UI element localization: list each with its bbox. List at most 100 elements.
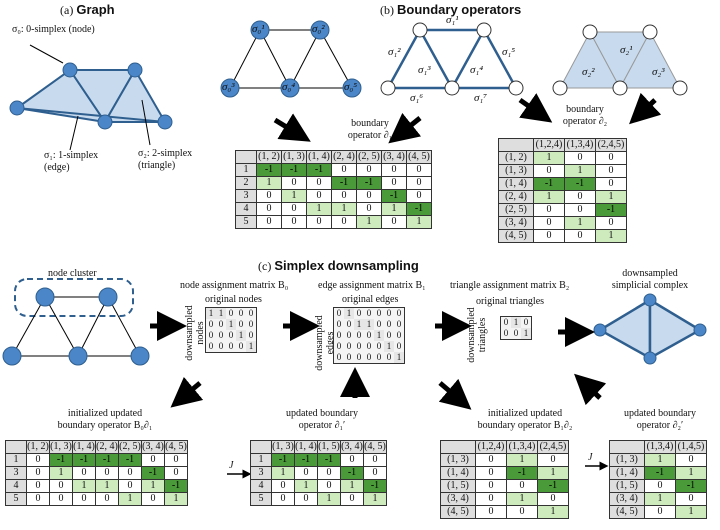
table-cell: 1 (294, 479, 318, 493)
table-cell: 0 (381, 176, 407, 190)
table-cell: 0 (564, 151, 596, 165)
matrix-cell: 0 (366, 341, 372, 351)
table-row-header: (4, 5) (498, 229, 534, 243)
op1-label: boundary operator ∂₁ (347, 118, 393, 141)
table-cell: 0 (306, 215, 332, 229)
matrix-cell: 0 (238, 341, 244, 351)
table-cell: -1 (306, 163, 332, 177)
node-label: σ₀¹ (252, 23, 265, 35)
edge-label: σ₁³ (418, 64, 431, 76)
table-cell: 1 (675, 466, 707, 480)
edge-assign-title: edge assignment matrix B₁ (318, 280, 426, 291)
edge-label: σ₁⁵ (502, 46, 516, 58)
panel-b-title: (b) Boundary operators (380, 2, 522, 17)
table-cell: 1 (363, 492, 387, 506)
table-cell: -1 (331, 176, 357, 190)
node-label: σ₀³ (222, 81, 235, 93)
table-cell: -1 (675, 479, 707, 493)
table-cell: 0 (26, 466, 50, 480)
table-cell: 1 (317, 492, 341, 506)
edge-label: σ₁⁶ (410, 92, 424, 104)
matrix-cell: 0 (513, 328, 519, 338)
table-cell: 0 (533, 216, 565, 230)
table-row-header: 1 (250, 453, 272, 467)
table-col-header: (1, 4) (72, 440, 96, 454)
matrix-cell: 1 (511, 317, 521, 328)
matrix-cell: 0 (356, 352, 362, 362)
table-cell: -1 (537, 479, 569, 493)
matrix-cell: 1 (384, 341, 394, 352)
table-cell: 0 (381, 215, 407, 229)
panel-c-title: (c) Simplex downsampling (258, 258, 419, 273)
graph-b-edges (380, 22, 524, 96)
edge-label: σ₁¹ (446, 14, 459, 26)
table-row-header: 5 (5, 492, 27, 506)
graph-a (9, 44, 173, 151)
table-cell: 0 (271, 492, 295, 506)
table-cell: 1 (141, 479, 165, 493)
matrix-cell: 1 (521, 328, 531, 339)
table-cell: 0 (49, 479, 73, 493)
tri-assign-title: triangle assignment matrix B₂ (450, 280, 570, 291)
table-cell: -1 (95, 453, 119, 467)
table-cell: 1 (164, 492, 188, 506)
matrix-cell: 1 (364, 319, 374, 330)
table-cell: 0 (506, 505, 538, 519)
table-cell: 1 (537, 505, 569, 519)
table-col-header: (3, 4) (141, 440, 165, 454)
matrix-cell: 0 (218, 341, 224, 351)
table-col-header: (2,4,5) (537, 440, 569, 454)
panel-a-title: (a) Graph (60, 2, 115, 17)
matrix-cell: 0 (346, 341, 352, 351)
init-op1-label: initialized updated boundary operator B₀… (57, 408, 153, 431)
table-cell: 1 (331, 202, 357, 216)
table-cell: -1 (381, 189, 407, 203)
table-cell: 0 (26, 479, 50, 493)
matrix-cell: 1 (394, 352, 404, 363)
table-cell: 1 (533, 151, 565, 165)
table-cell: 1 (564, 164, 596, 178)
table-col-header: (2, 5) (118, 440, 142, 454)
table-cell: 0 (533, 203, 565, 217)
matrix-cell: 1 (354, 319, 364, 330)
table-row-header: (1, 5) (609, 479, 645, 493)
table-col-header: (1, 3) (49, 440, 73, 454)
table-row-header: (1, 4) (440, 466, 476, 480)
matrix-cell: 0 (386, 319, 392, 329)
matrix-cell: 0 (336, 308, 342, 318)
table-cell: 0 (675, 453, 707, 467)
table-cell: 0 (26, 453, 50, 467)
table-row: (1, 5)0-1 (609, 479, 707, 493)
table-col-header: (1, 5) (317, 440, 341, 454)
table-cell: 1 (595, 190, 627, 204)
table-col-header: (1,2,4) (475, 440, 507, 454)
table-col-header: (2, 5) (356, 150, 382, 164)
table-cell: 0 (564, 229, 596, 243)
table-cell: 0 (340, 492, 364, 506)
matrix-cell: 0 (396, 308, 402, 318)
table-cell: 0 (363, 453, 387, 467)
node-cluster-label: node cluster (48, 268, 97, 279)
table-cell: -1 (317, 453, 341, 467)
table-cell: 0 (141, 453, 165, 467)
table-cell: 1 (675, 505, 707, 519)
matrix-cell: 0 (336, 330, 342, 340)
matrix-cell: 0 (208, 319, 214, 329)
table-corner (609, 440, 645, 454)
table-cell: 0 (475, 505, 507, 519)
init-op1-table: (1, 2)(1, 3)(1, 4)(2, 4)(2, 5)(3, 4)(4, … (5, 440, 188, 506)
table-corner (440, 440, 476, 454)
